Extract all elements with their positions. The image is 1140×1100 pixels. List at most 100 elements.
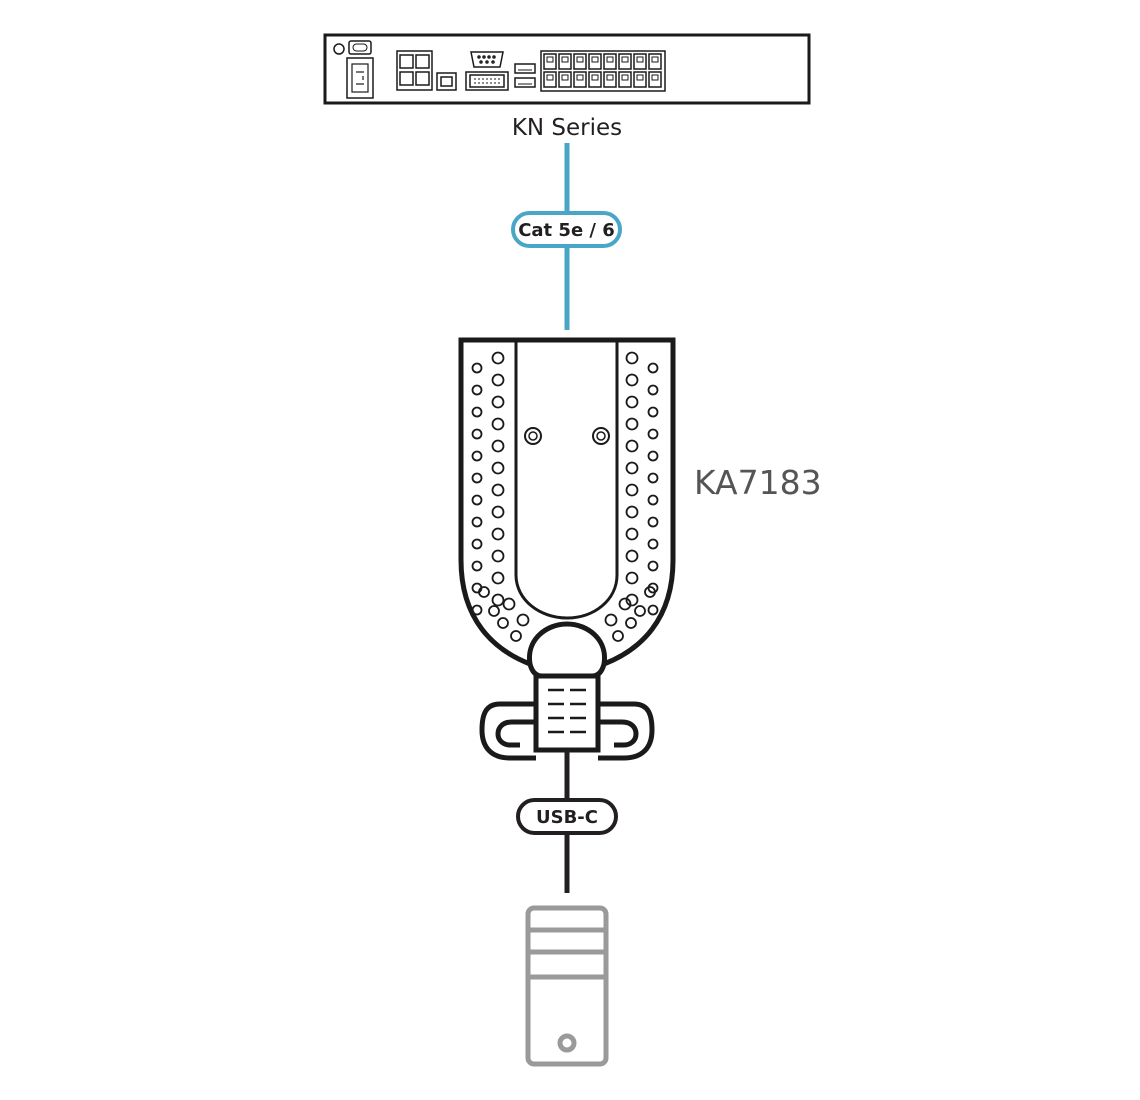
kvm-port <box>603 53 617 70</box>
kvm-port-notch <box>621 56 629 63</box>
vent-hole <box>647 516 659 528</box>
vent-hole <box>625 461 639 475</box>
screw-icon <box>524 427 542 445</box>
vent-hole <box>471 538 483 550</box>
vent-hole <box>510 630 522 642</box>
screw-icon <box>592 427 610 445</box>
vent-hole <box>491 461 505 475</box>
kvm-port-notch <box>621 74 629 81</box>
vent-hole <box>471 450 483 462</box>
kvm-port-notch <box>651 74 659 81</box>
vent-hole <box>647 450 659 462</box>
vent-hole <box>491 527 505 541</box>
vent-hole <box>491 373 505 387</box>
vent-hole <box>647 428 659 440</box>
vent-hole <box>625 527 639 541</box>
kvm-port-notch <box>591 74 599 81</box>
vent-hole <box>625 571 639 585</box>
vent-hole <box>491 395 505 409</box>
vent-hole <box>471 428 483 440</box>
vent-hole <box>647 472 659 484</box>
vent-hole <box>625 505 639 519</box>
vent-hole <box>488 605 500 617</box>
vent-holes <box>471 351 659 642</box>
vent-hole <box>491 549 505 563</box>
serial-port-icon <box>436 72 457 91</box>
rj45-port-block-icon <box>396 50 433 91</box>
vent-hole <box>471 516 483 528</box>
vent-hole <box>647 604 659 616</box>
kvm-port-notch <box>636 56 644 63</box>
vent-hole <box>491 505 505 519</box>
kvm-port-notch <box>576 56 584 63</box>
cat-cable-badge <box>511 211 622 248</box>
usb-cable-badge <box>516 798 618 835</box>
vent-hole <box>471 604 483 616</box>
vent-hole <box>491 593 505 607</box>
vent-hole <box>625 593 639 607</box>
vent-hole <box>491 483 505 497</box>
vent-hole <box>516 613 530 627</box>
kvm-port-notch <box>561 74 569 81</box>
vent-hole <box>471 384 483 396</box>
kvm-port-notch <box>606 56 614 63</box>
ka7183-label: KA7183 <box>694 463 822 502</box>
vent-hole <box>644 586 656 598</box>
vent-hole <box>625 549 639 563</box>
kvm-port-notch <box>606 74 614 81</box>
kvm-port-notch <box>591 56 599 63</box>
vent-hole <box>647 362 659 374</box>
usb-cable-label: USB-C <box>536 807 598 828</box>
cat-cable-label: Cat 5e / 6 <box>518 220 615 241</box>
kvm-port-notch <box>561 56 569 63</box>
usb-ports-icon <box>514 63 536 88</box>
vent-hole <box>502 597 516 611</box>
ka7183-adapter <box>458 337 676 761</box>
kvm-port <box>573 53 587 70</box>
vent-hole <box>471 472 483 484</box>
kvm-port <box>588 53 602 70</box>
vent-hole <box>647 560 659 572</box>
vent-hole <box>647 406 659 418</box>
vent-hole <box>647 494 659 506</box>
kvm-port <box>588 71 602 88</box>
vent-hole <box>625 483 639 497</box>
kvm-port-notch <box>546 56 554 63</box>
kvm-port <box>558 53 572 70</box>
vent-hole <box>647 538 659 550</box>
kvm-port <box>618 53 632 70</box>
vent-hole <box>471 494 483 506</box>
vent-hole <box>491 417 505 431</box>
vent-hole <box>604 613 618 627</box>
vent-hole <box>634 605 646 617</box>
kvm-port <box>633 53 647 70</box>
vent-hole <box>491 351 505 365</box>
kvm-port-notch <box>546 74 554 81</box>
vent-hole <box>625 373 639 387</box>
kvm-port-notch <box>636 74 644 81</box>
computer-tower-icon <box>525 905 609 1067</box>
vent-hole <box>625 439 639 453</box>
kvm-port <box>543 53 557 70</box>
vent-hole <box>625 617 637 629</box>
vent-hole <box>625 417 639 431</box>
kvm-port <box>648 71 662 88</box>
vent-hole <box>618 597 632 611</box>
kvm-port-grid-icon <box>540 50 666 92</box>
vent-hole <box>471 362 483 374</box>
vent-hole <box>625 395 639 409</box>
kvm-port <box>618 71 632 88</box>
vent-hole <box>478 586 490 598</box>
kvm-port <box>648 53 662 70</box>
vent-hole <box>612 630 624 642</box>
kvm-port <box>573 71 587 88</box>
vent-hole <box>491 439 505 453</box>
video-ports-icon <box>465 51 509 91</box>
vent-hole <box>471 560 483 572</box>
vent-hole <box>491 571 505 585</box>
kn-series-switch <box>323 33 811 105</box>
power-socket-icon <box>333 40 374 99</box>
vent-hole <box>625 351 639 365</box>
